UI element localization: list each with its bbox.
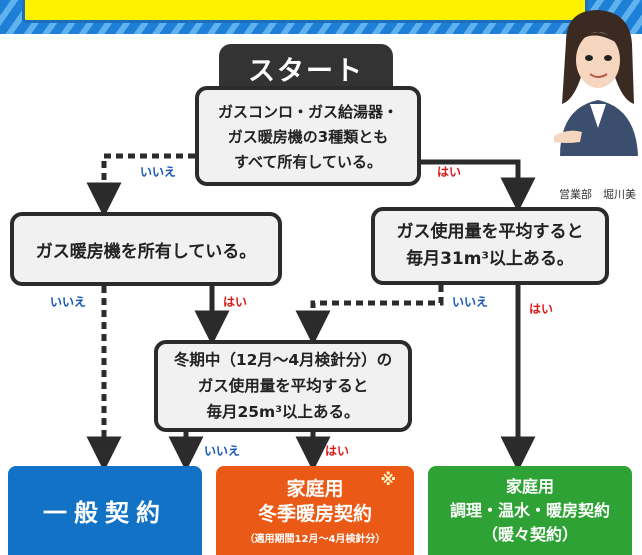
result-general-contract: 一般契約 [8, 466, 202, 555]
question-line: ガスコンロ・ガス給湯器・ [217, 102, 398, 121]
label-start-no: いいえ [140, 165, 177, 179]
question-line: 冬期中（12月〜4月検針分）の [173, 351, 393, 369]
result-note: （適用期間12月〜4月検針分） [244, 533, 386, 545]
question-all-appliances: ガスコンロ・ガス給湯器・ ガス暖房機の3種類とも すべて所有している。 [195, 86, 421, 186]
label-avg31-no: いいえ [452, 295, 489, 309]
question-line: 毎月25m³以上ある。 [206, 403, 360, 421]
question-average-31: ガス使用量を平均すると 毎月31m³以上ある。 [371, 207, 609, 285]
label-winter-no: いいえ [204, 444, 241, 458]
question-winter-25: 冬期中（12月〜4月検針分）の ガス使用量を平均すると 毎月25m³以上ある。 [154, 340, 412, 432]
question-line: ガス使用量を平均すると [396, 222, 584, 242]
question-line: ガス暖房機の3種類とも [227, 127, 389, 146]
result-line: 冬季暖房契約 [257, 502, 372, 525]
arrow-start-yes [421, 159, 536, 213]
label-heater-no: いいえ [50, 295, 87, 309]
staff-caption: 営業部 堀川美 [559, 188, 636, 201]
top-banner [0, 0, 642, 34]
arrow-avg31-no [295, 285, 444, 346]
question-line: すべて所有している。 [234, 152, 382, 171]
question-line: ガス暖房機を所有している。 [35, 241, 257, 262]
question-line: ガス使用量を平均すると [197, 377, 369, 395]
result-line: 家庭用 [286, 477, 344, 500]
result-winter-heating-contract: ※ 家庭用 冬季暖房契約 （適用期間12月〜4月検針分） [216, 466, 414, 555]
result-line: 家庭用 [505, 476, 554, 496]
label-heater-yes: はい [223, 295, 248, 309]
result-home-heating-contract: 家庭用 調理・温水・暖房契約 （暖々契約） [428, 466, 632, 555]
arrow-start-no [86, 153, 195, 218]
label-start-yes: はい [437, 165, 462, 179]
start-title: スタート [219, 44, 393, 92]
question-heater: ガス暖房機を所有している。 [10, 212, 282, 286]
note-mark: ※ [380, 470, 396, 489]
label-winter-yes: はい [325, 444, 350, 458]
question-line: 毎月31m³以上ある。 [406, 249, 574, 269]
label-avg31-yes: はい [529, 302, 554, 316]
result-line: 調理・温水・暖房契約 [449, 500, 610, 520]
result-line: （暖々契約） [481, 524, 578, 544]
result-title: 一般契約 [43, 499, 167, 527]
staff-avatar [554, 10, 638, 156]
